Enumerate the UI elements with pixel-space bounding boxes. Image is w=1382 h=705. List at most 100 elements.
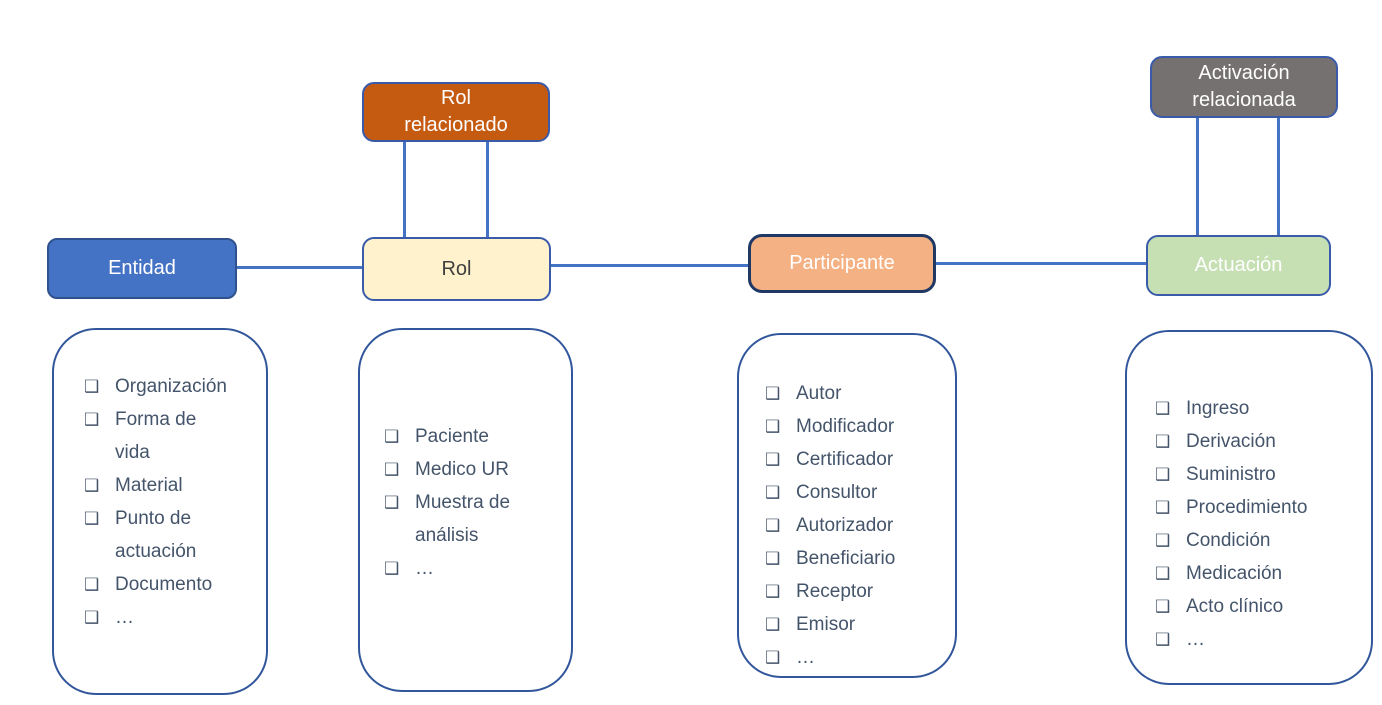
- checklist-item-label: Paciente: [415, 426, 489, 447]
- checklist-item: ❑…: [765, 641, 947, 674]
- checkbox-icon: ❑: [765, 384, 781, 403]
- checkbox-icon: ❑: [1155, 399, 1171, 418]
- list-entidad: ❑ Organización ❑ Forma de vida ❑ Material ❑ Pun…: [52, 328, 268, 695]
- checkbox-icon: ❑: [384, 460, 400, 479]
- box-rol-relacionado: Rol relacionado: [362, 82, 550, 142]
- checklist-item-label: Autorizador: [796, 515, 894, 536]
- checkbox-icon: ❑: [765, 648, 781, 667]
- checklist-item: ❑Procedimiento: [1155, 491, 1363, 524]
- checkbox-icon: ❑: [84, 476, 100, 495]
- connector-entidad-rol: [237, 266, 362, 269]
- box-actuacion-label: Actuación: [1194, 254, 1283, 276]
- checklist-item-label: Beneficiario: [796, 548, 896, 569]
- checkbox-icon: ❑: [1155, 564, 1171, 583]
- checklist-item: ❑ Acto clínico: [1155, 590, 1363, 623]
- checkbox-icon: ❑: [384, 493, 400, 512]
- checklist-item: ❑ Punto de actuación: [84, 502, 258, 568]
- checklist-item: ❑ Forma de vida: [84, 403, 258, 469]
- checkbox-icon: ❑: [84, 509, 100, 528]
- checklist-item-label: Medicación: [1186, 563, 1283, 584]
- list-participante: ❑ Autor ❑ Modificador ❑ Certificador ❑ Consulto…: [737, 333, 957, 678]
- checklist-item-label: Procedimiento: [1186, 497, 1308, 518]
- checkbox-icon: ❑: [1155, 630, 1171, 649]
- connector-activacion-actuacion-left: [1196, 116, 1199, 236]
- checkbox-icon: ❑: [84, 410, 100, 429]
- checklist-item-label: …: [796, 647, 815, 668]
- checklist-item: ❑ Autorizador: [765, 509, 947, 542]
- connector-rolrelacionado-rol-left: [403, 140, 406, 238]
- box-entidad-label: Entidad: [108, 257, 176, 279]
- connector-rol-participante: [551, 264, 748, 267]
- box-activacion-relacionada-label: Activación relacionada: [1192, 62, 1296, 111]
- checklist-item: ❑ Suministro: [1155, 458, 1363, 491]
- checkbox-icon: ❑: [1155, 465, 1171, 484]
- checklist-item: ❑ Medicación: [1155, 557, 1363, 590]
- checkbox-icon: ❑: [1155, 432, 1171, 451]
- connector-activacion-actuacion-right: [1277, 116, 1280, 236]
- checklist-item-label: Punto de actuación: [115, 508, 197, 562]
- checkbox-icon: ❑: [84, 377, 100, 396]
- checkbox-icon: ❑: [84, 575, 100, 594]
- checklist-item-label: Suministro: [1186, 464, 1276, 485]
- list-rol: ❑Paciente❑Medico UR❑Muestra de análisis❑…: [358, 328, 573, 692]
- checklist-item-label: …: [115, 607, 134, 628]
- checklist-item-label: Material: [115, 475, 183, 496]
- checkbox-icon: ❑: [765, 615, 781, 634]
- checklist-item: ❑ Receptor: [765, 575, 947, 608]
- checklist-item-label: Ingreso: [1186, 398, 1250, 419]
- checklist-item-label: Receptor: [796, 581, 874, 602]
- checkbox-icon: ❑: [765, 450, 781, 469]
- connector-rolrelacionado-rol-right: [486, 140, 489, 238]
- box-rol: Rol: [362, 237, 551, 301]
- checklist-item-label: Acto clínico: [1186, 596, 1284, 617]
- checklist-item-label: Autor: [796, 383, 842, 404]
- checklist-item: ❑…: [384, 552, 563, 585]
- box-activacion-relacionada: Activación relacionada: [1150, 56, 1338, 118]
- checklist-item-label: Certificador: [796, 449, 894, 470]
- checkbox-icon: ❑: [765, 582, 781, 601]
- checklist-item-label: Consultor: [796, 482, 878, 503]
- checklist-item: ❑ Documento: [84, 568, 258, 601]
- checkbox-icon: ❑: [765, 549, 781, 568]
- box-rol-relacionado-label: Rol relacionado: [404, 87, 508, 136]
- checkbox-icon: ❑: [384, 427, 400, 446]
- checklist-item: ❑ Modificador: [765, 410, 947, 443]
- checkbox-icon: ❑: [765, 417, 781, 436]
- checklist-item-label: Forma de vida: [115, 409, 197, 463]
- checkbox-icon: ❑: [1155, 531, 1171, 550]
- checklist-item-label: …: [415, 558, 434, 579]
- checklist-item-label: Medico UR: [415, 459, 509, 480]
- checklist-item-label: Documento: [115, 574, 213, 595]
- checklist-item: ❑ Condición: [1155, 524, 1363, 557]
- checklist-item: ❑ Certificador: [765, 443, 947, 476]
- checklist-item-label: Emisor: [796, 614, 856, 635]
- checkbox-icon: ❑: [384, 559, 400, 578]
- checklist-item: ❑ Beneficiario: [765, 542, 947, 575]
- box-entidad: Entidad: [47, 238, 237, 299]
- checkbox-icon: ❑: [84, 608, 100, 627]
- checklist-item: ❑ Medico UR: [384, 453, 563, 486]
- checklist-item: ❑Derivación: [1155, 425, 1363, 458]
- checkbox-icon: ❑: [765, 483, 781, 502]
- checklist-item: ❑ Muestra de análisis: [384, 486, 563, 552]
- checklist-item: ❑ Material: [84, 469, 258, 502]
- checklist-item: ❑ Paciente: [384, 420, 563, 453]
- checklist-item: ❑…: [84, 601, 258, 634]
- checklist-item-label: Organización: [115, 376, 227, 397]
- list-actuacion: ❑Ingreso❑Derivación❑Suministro❑Procedimi…: [1125, 330, 1373, 685]
- checklist-item-label: Modificador: [796, 416, 895, 437]
- box-participante: Participante: [748, 234, 936, 293]
- checklist-item: ❑ Emisor: [765, 608, 947, 641]
- box-actuacion: Actuación: [1146, 235, 1331, 296]
- checklist-item: ❑ Ingreso: [1155, 392, 1363, 425]
- checkbox-icon: ❑: [1155, 597, 1171, 616]
- checkbox-icon: ❑: [765, 516, 781, 535]
- checklist-item: ❑ Organización: [84, 370, 258, 403]
- checklist-item: ❑…: [1155, 623, 1363, 656]
- checklist-item-label: Condición: [1186, 530, 1271, 551]
- connector-participante-actuacion: [936, 262, 1146, 265]
- box-participante-label: Participante: [789, 252, 895, 274]
- checklist-item: ❑ Autor: [765, 377, 947, 410]
- checklist-item-label: Muestra de análisis: [415, 492, 511, 546]
